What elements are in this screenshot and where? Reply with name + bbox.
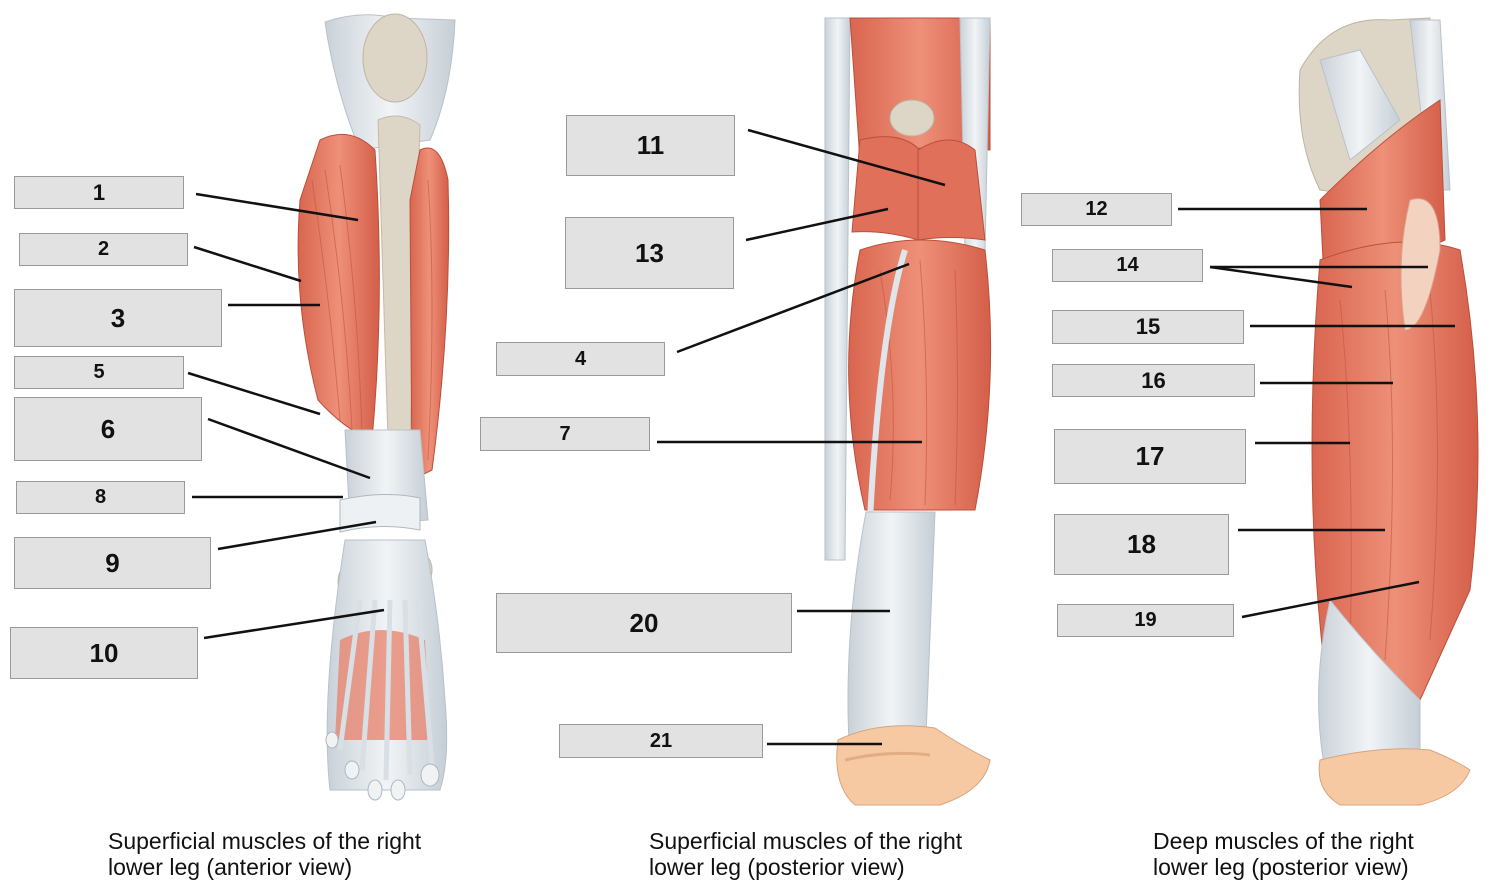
leader-2 <box>193 245 302 283</box>
label-box-14[interactable]: 14 <box>1052 249 1203 282</box>
tibialis-anterior-muscle <box>297 133 380 441</box>
label-box-11[interactable]: 11 <box>566 115 735 176</box>
toe-bones <box>325 731 440 801</box>
caption-anterior-view: Superficial muscles of the right lower l… <box>108 828 421 880</box>
label-box-20[interactable]: 20 <box>496 593 792 653</box>
deep-heel <box>1318 748 1471 806</box>
caption-posterior-deep-line2: lower leg (posterior view) <box>1153 854 1409 880</box>
label-box-18[interactable]: 18 <box>1054 514 1229 575</box>
label-box-7[interactable]: 7 <box>480 417 650 451</box>
label-box-16[interactable]: 16 <box>1052 364 1255 397</box>
extensor-retinaculum <box>339 493 421 533</box>
gastrocnemius-upper-cut <box>851 136 921 241</box>
toe-tendons <box>337 599 435 781</box>
plantaris-tendon <box>867 249 908 521</box>
extensor-muscle <box>409 147 450 481</box>
label-box-9[interactable]: 9 <box>14 537 211 589</box>
leader-14b <box>1209 265 1353 289</box>
leader-5 <box>187 371 321 416</box>
caption-anterior-line2: lower leg (anterior view) <box>108 854 353 880</box>
leader-lines <box>187 128 1455 746</box>
posterior-heel <box>836 725 991 806</box>
posterior-deep-leg-figure <box>1298 17 1479 806</box>
caption-posterior-deep-line1: Deep muscles of the right <box>1153 828 1414 854</box>
calcaneal-tendon <box>847 511 936 761</box>
label-box-15[interactable]: 15 <box>1052 310 1244 344</box>
label-box-8[interactable]: 8 <box>16 481 185 514</box>
posterior-superficial-leg-figure <box>824 17 992 806</box>
label-box-17[interactable]: 17 <box>1054 429 1246 484</box>
caption-posterior-superficial-view: Superficial muscles of the right lower l… <box>649 828 962 880</box>
label-box-4[interactable]: 4 <box>496 342 665 376</box>
label-box-10[interactable]: 10 <box>10 627 198 679</box>
knee-ligaments-deep <box>1319 49 1401 161</box>
anterior-leg-figure <box>297 13 456 801</box>
leader-19 <box>1241 580 1420 619</box>
caption-posterior-superficial-line2: lower leg (posterior view) <box>649 854 905 880</box>
leader-10 <box>203 608 385 640</box>
leader-6 <box>207 417 371 480</box>
label-box-5[interactable]: 5 <box>14 356 184 389</box>
leader-13 <box>745 207 889 242</box>
patella-bone <box>362 13 428 103</box>
popliteal-bone <box>889 99 935 137</box>
interosseous-fascia <box>1400 198 1441 331</box>
label-box-1[interactable]: 1 <box>14 176 184 209</box>
gastrocnemius-upper-cut-2 <box>917 139 986 241</box>
label-box-19[interactable]: 19 <box>1057 604 1234 637</box>
soleus-muscle <box>848 239 992 511</box>
leader-1 <box>195 192 359 222</box>
leader-11 <box>747 128 946 187</box>
label-box-21[interactable]: 21 <box>559 724 763 758</box>
caption-anterior-line1: Superficial muscles of the right <box>108 828 422 854</box>
label-box-13[interactable]: 13 <box>565 217 734 289</box>
caption-posterior-superficial-line1: Superficial muscles of the right <box>649 828 963 854</box>
label-box-2[interactable]: 2 <box>19 233 188 266</box>
caption-posterior-deep-view: Deep muscles of the right lower leg (pos… <box>1153 828 1414 880</box>
label-box-3[interactable]: 3 <box>14 289 222 347</box>
heel-fat-pad <box>844 751 931 762</box>
label-box-12[interactable]: 12 <box>1021 193 1172 226</box>
leader-4 <box>676 262 910 354</box>
label-box-6[interactable]: 6 <box>14 397 202 461</box>
leader-9 <box>217 520 377 551</box>
